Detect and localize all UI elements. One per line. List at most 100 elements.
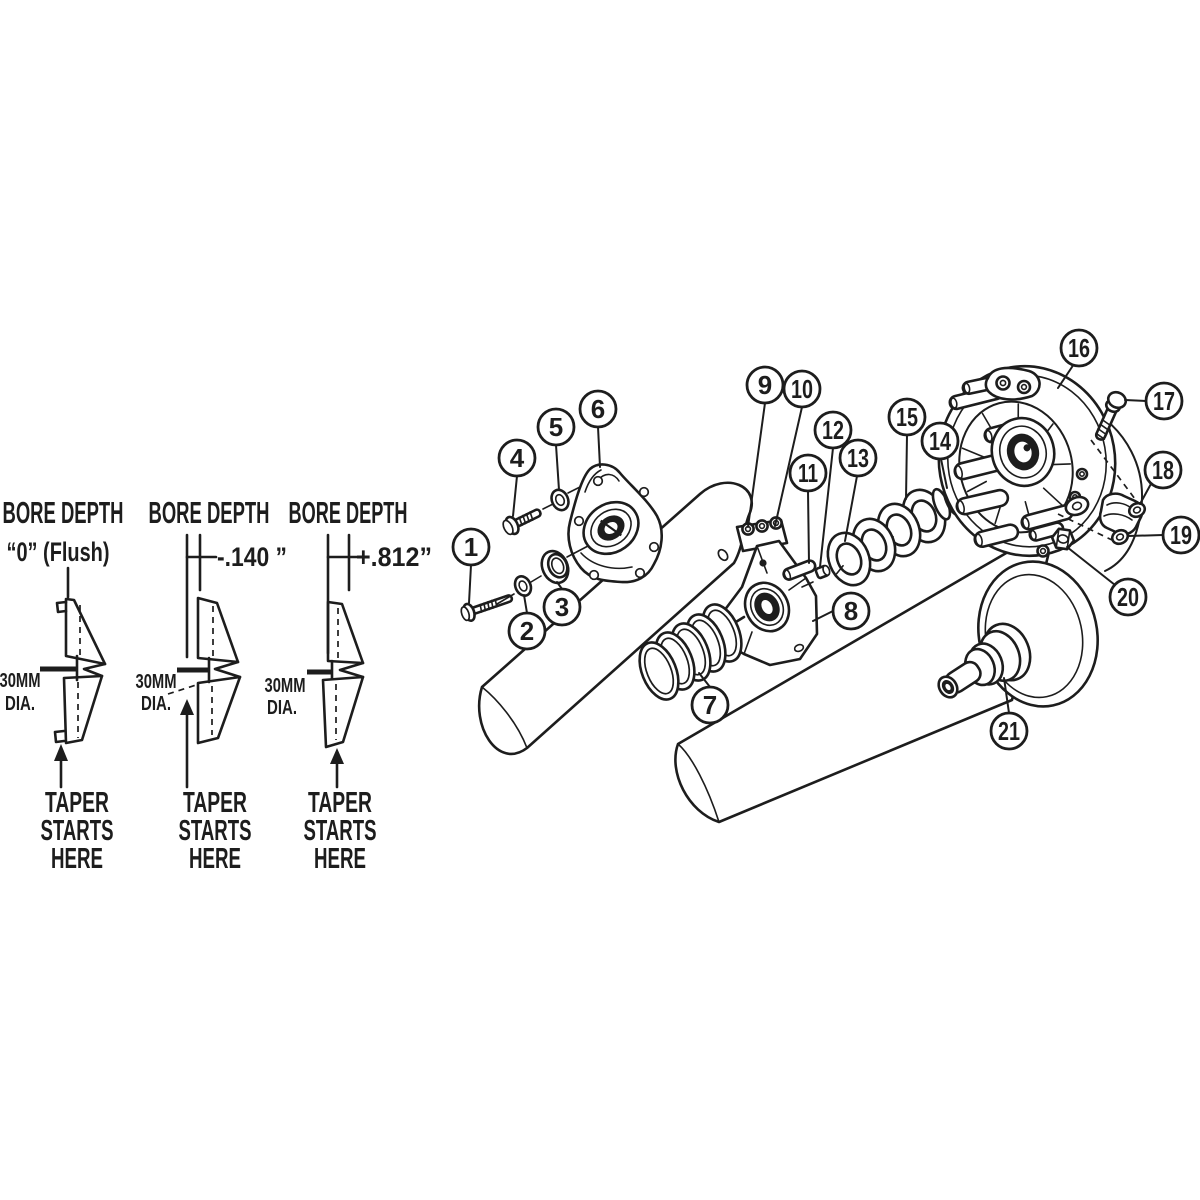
callout-number: 21 <box>998 716 1020 746</box>
tower-lug <box>984 366 1041 401</box>
taper-note-line2: STARTS <box>41 815 114 847</box>
callout-number: 14 <box>929 426 951 456</box>
callout-13: 13 <box>838 438 878 478</box>
cover-bearing <box>582 500 640 556</box>
callout-10: 10 <box>782 369 822 409</box>
rim-lug <box>1075 467 1089 481</box>
wedge-tab-bottom <box>53 729 66 744</box>
bore-depth-title: BORE DEPTH <box>3 495 124 530</box>
taper-arrow-head <box>180 699 194 715</box>
part-4-bolt <box>502 508 542 536</box>
clamp-washer <box>1127 501 1147 519</box>
callouts: 1 2 3 4 5 6 7 8 9 10 11 12 13 14 15 16 1… <box>451 328 1200 751</box>
part-16-fixed-sheave <box>937 364 1117 558</box>
callout-21: 21 <box>989 711 1029 751</box>
sheave-hub <box>990 416 1056 488</box>
callout-number: 15 <box>896 402 918 432</box>
spider-bearing <box>743 581 791 633</box>
callout-6: 6 <box>578 389 618 429</box>
taper-wedge-upper <box>196 596 240 664</box>
neck-notch <box>213 660 242 679</box>
taper-arrow-head <box>330 748 344 764</box>
bore-depth-title: BORE DEPTH <box>149 495 270 530</box>
taper-wedge-lower <box>321 675 365 749</box>
part-21-movable-sheave <box>937 560 1099 708</box>
part-13-15-washers <box>826 488 947 587</box>
taper-wedge-lower <box>196 675 242 745</box>
callout-18: 18 <box>1143 450 1183 490</box>
callout-20: 20 <box>1108 577 1148 617</box>
part-6-bearing-cover <box>567 463 663 584</box>
alignment-dash <box>1057 513 1113 541</box>
callout-number: 9 <box>758 370 772 400</box>
callout-5: 5 <box>536 407 576 447</box>
guide-pin <box>973 523 1020 548</box>
callout-number: 12 <box>822 415 844 445</box>
bore-depth-title: BORE DEPTH <box>289 495 408 530</box>
taper-note-line1: TAPER <box>308 787 372 819</box>
callout-number: 19 <box>1170 520 1192 550</box>
callout-number: 6 <box>591 394 605 424</box>
tube-hole-marker <box>717 548 729 562</box>
alignment-dash <box>1090 439 1139 504</box>
part-5-washer <box>550 488 570 512</box>
callout-17: 17 <box>1144 381 1184 421</box>
part-19-washer <box>1110 528 1130 546</box>
sheave-hub-snout <box>937 660 982 699</box>
callout-number: 17 <box>1153 386 1175 416</box>
part-17-bolt <box>1094 390 1128 441</box>
taper-note-line3: HERE <box>189 843 241 875</box>
bore-diameter-label: 30MM <box>136 671 177 693</box>
part-20-nut <box>1050 527 1076 551</box>
callout-7: 7 <box>690 685 730 725</box>
lug-roller <box>995 375 1011 391</box>
part-lower-shaft-tube <box>674 522 1058 824</box>
callout-number: 18 <box>1152 455 1174 485</box>
callout-19: 19 <box>1161 515 1200 555</box>
part-2-washer <box>513 575 533 597</box>
wedge-tab-top <box>55 600 68 614</box>
taper-wedge-lower <box>62 674 104 745</box>
taper-wedge-upper <box>326 600 365 665</box>
callout-4: 4 <box>497 438 537 478</box>
callout-number: 8 <box>844 596 858 626</box>
callout-number: 3 <box>555 592 569 622</box>
part-11-pin <box>782 559 817 588</box>
assembly-axis-lines <box>496 486 589 605</box>
callout-9: 9 <box>745 365 785 405</box>
dia-dashed-leader <box>167 684 197 695</box>
bore-diameter-label: 30MM <box>265 675 306 697</box>
bore-diameter-unit: DIA. <box>267 697 297 719</box>
taper-arrow-head <box>54 744 68 761</box>
callout-16: 16 <box>1059 328 1099 368</box>
taper-note-line2: STARTS <box>179 815 252 847</box>
callout-15: 15 <box>887 397 927 437</box>
callout-11: 11 <box>788 453 828 493</box>
callout-number: 10 <box>791 374 813 404</box>
callout-number: 20 <box>1117 582 1139 612</box>
callout-number: 11 <box>798 458 818 488</box>
bore-diameter-label: 30MM <box>0 670 41 692</box>
callout-14: 14 <box>920 421 960 461</box>
bore-depth-dimension: +.812” <box>356 542 432 572</box>
neck-notch <box>338 661 365 679</box>
callout-number: 13 <box>847 443 869 473</box>
callout-number: 16 <box>1068 333 1090 363</box>
bore-diameter-unit: DIA. <box>141 693 171 715</box>
taper-wedge-upper <box>64 597 107 666</box>
taper-note-line1: TAPER <box>45 787 109 819</box>
bore-depth-diagram-flush: BORE DEPTH “0” (Flush) 30MM DIA. TAPER S… <box>0 495 124 875</box>
part-3-washer <box>540 549 570 585</box>
taper-note-line1: TAPER <box>183 787 247 819</box>
lug-roller <box>1016 379 1032 395</box>
bore-depth-dimension: -.140 ” <box>217 542 287 572</box>
bore-depth-diagram-plus-812: BORE DEPTH +.812” 30MM DIA. TAPER STARTS… <box>265 495 433 875</box>
taper-note-line3: HERE <box>314 843 366 875</box>
callout-3: 3 <box>542 587 582 627</box>
part-18-clamp <box>1098 492 1147 546</box>
exploded-view <box>460 364 1147 824</box>
callout-number: 5 <box>549 412 563 442</box>
lower-arm <box>1028 521 1065 542</box>
